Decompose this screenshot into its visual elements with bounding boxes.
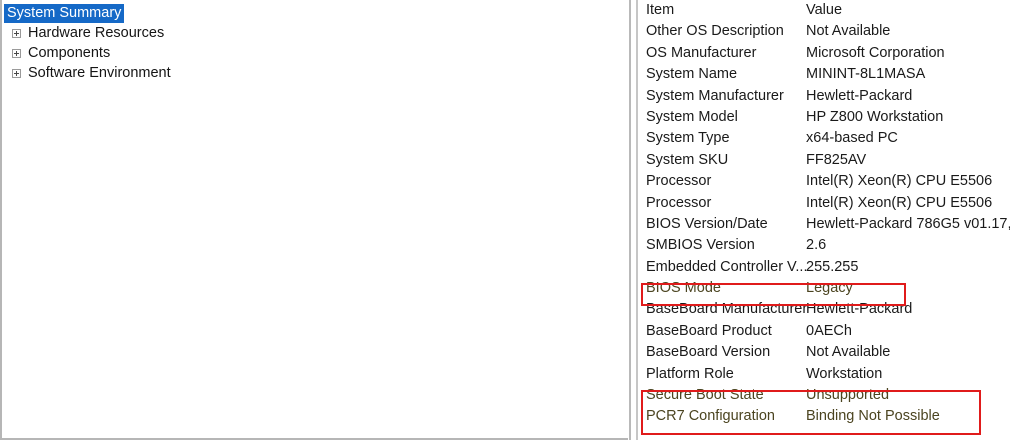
row-item-label: BIOS Version/Date bbox=[646, 215, 768, 232]
table-row[interactable]: BaseBoard Manufacturer Hewlett-Packard bbox=[638, 299, 1010, 320]
table-row[interactable]: System Name MININT-8L1MASA bbox=[638, 64, 1010, 85]
row-item-value: 0AECh bbox=[806, 322, 852, 339]
row-item-label: BaseBoard Product bbox=[646, 322, 772, 339]
row-item-label: System SKU bbox=[646, 151, 729, 168]
tree-item-hardware-resources[interactable]: Hardware Resources bbox=[2, 23, 628, 43]
table-row[interactable]: Processor Intel(R) Xeon(R) CPU E5506 bbox=[638, 193, 1010, 214]
tree-item-software-environment-label: Software Environment bbox=[28, 65, 171, 81]
row-item-value: Not Available bbox=[806, 344, 891, 361]
row-item-label: Secure Boot State bbox=[646, 387, 764, 404]
plus-box-icon[interactable] bbox=[12, 48, 28, 58]
row-item-label: OS Manufacturer bbox=[646, 44, 757, 61]
plus-box-icon[interactable] bbox=[12, 68, 28, 78]
tree-item-system-summary-label: System Summary bbox=[4, 3, 125, 23]
tree-item-system-summary[interactable]: System Summary bbox=[2, 3, 628, 23]
table-row[interactable]: SMBIOS Version 2.6 bbox=[638, 235, 1010, 256]
row-item-label: BaseBoard Version bbox=[646, 344, 771, 361]
tree-item-software-environment[interactable]: Software Environment bbox=[2, 63, 628, 83]
table-row[interactable]: BaseBoard Product 0AECh bbox=[638, 321, 1010, 342]
row-item-value: HP Z800 Workstation bbox=[806, 108, 944, 125]
row-item-value: 2.6 bbox=[806, 237, 827, 254]
row-item-value: Hewlett-Packard bbox=[806, 301, 913, 318]
row-item-label: Processor bbox=[646, 173, 712, 190]
row-item-value: Legacy bbox=[806, 280, 853, 297]
system-summary-tree-pane[interactable]: System Summary Hardware Resources Compon… bbox=[0, 0, 628, 440]
row-item-value: FF825AV bbox=[806, 151, 867, 168]
row-item-value: Microsoft Corporation bbox=[806, 44, 945, 61]
table-row[interactable]: BaseBoard Version Not Available bbox=[638, 342, 1010, 363]
column-header-value[interactable]: Value bbox=[806, 2, 843, 18]
row-item-label: BIOS Mode bbox=[646, 280, 721, 297]
table-row[interactable]: System Type x64-based PC bbox=[638, 128, 1010, 149]
splitter-line-left bbox=[629, 0, 631, 440]
row-item-label: System Type bbox=[646, 130, 730, 147]
row-item-value: Hewlett-Packard bbox=[806, 87, 913, 104]
column-header-item[interactable]: Item bbox=[646, 2, 675, 18]
row-item-label: PCR7 Configuration bbox=[646, 408, 775, 425]
row-item-value: MININT-8L1MASA bbox=[806, 66, 926, 83]
row-item-label: System Name bbox=[646, 66, 738, 83]
row-item-label: Processor bbox=[646, 194, 712, 211]
details-header-row[interactable]: Item Value bbox=[638, 0, 1010, 21]
splitter-line-right bbox=[636, 0, 638, 440]
table-row-bios-mode[interactable]: BIOS Mode Legacy bbox=[638, 278, 1010, 299]
pane-splitter[interactable] bbox=[628, 0, 638, 440]
row-item-value: 255.255 bbox=[806, 258, 859, 275]
table-row[interactable]: Processor Intel(R) Xeon(R) CPU E5506 bbox=[638, 171, 1010, 192]
row-item-value: x64-based PC bbox=[806, 130, 898, 147]
row-item-label: Other OS Description bbox=[646, 23, 784, 40]
row-item-value: Unsupported bbox=[806, 387, 890, 404]
row-item-label: Platform Role bbox=[646, 365, 734, 382]
table-row[interactable]: OS Manufacturer Microsoft Corporation bbox=[638, 43, 1010, 64]
plus-box-icon[interactable] bbox=[12, 28, 28, 38]
row-item-label: BaseBoard Manufacturer bbox=[646, 301, 808, 318]
tree-item-hardware-resources-label: Hardware Resources bbox=[28, 25, 165, 41]
table-row[interactable]: BIOS Version/Date Hewlett-Packard 786G5 … bbox=[638, 214, 1010, 235]
table-row[interactable]: Platform Role Workstation bbox=[638, 364, 1010, 385]
system-summary-details-list[interactable]: Item Value Other OS Description Not Avai… bbox=[638, 0, 1010, 440]
row-item-value: Not Available bbox=[806, 23, 891, 40]
table-row[interactable]: Embedded Controller V... 255.255 bbox=[638, 257, 1010, 278]
row-item-value: Workstation bbox=[806, 365, 883, 382]
tree-item-components[interactable]: Components bbox=[2, 43, 628, 63]
row-item-value: Intel(R) Xeon(R) CPU E5506 bbox=[806, 173, 993, 190]
table-row[interactable]: System Model HP Z800 Workstation bbox=[638, 107, 1010, 128]
row-item-label: SMBIOS Version bbox=[646, 237, 755, 254]
table-row[interactable]: Other OS Description Not Available bbox=[638, 21, 1010, 42]
table-row[interactable]: System Manufacturer Hewlett-Packard bbox=[638, 86, 1010, 107]
row-item-value: Intel(R) Xeon(R) CPU E5506 bbox=[806, 194, 993, 211]
row-item-value: Binding Not Possible bbox=[806, 408, 940, 425]
table-row-secure-boot-state[interactable]: Secure Boot State Unsupported bbox=[638, 385, 1010, 406]
row-item-value: Hewlett-Packard 786G5 v01.17, 8/ bbox=[806, 215, 1010, 232]
table-row[interactable]: System SKU FF825AV bbox=[638, 150, 1010, 171]
tree-item-components-label: Components bbox=[28, 45, 111, 61]
table-row-pcr7-configuration[interactable]: PCR7 Configuration Binding Not Possible bbox=[638, 406, 1010, 427]
row-item-label: System Model bbox=[646, 108, 738, 125]
row-item-label: System Manufacturer bbox=[646, 87, 784, 104]
row-item-label: Embedded Controller V... bbox=[646, 258, 808, 275]
